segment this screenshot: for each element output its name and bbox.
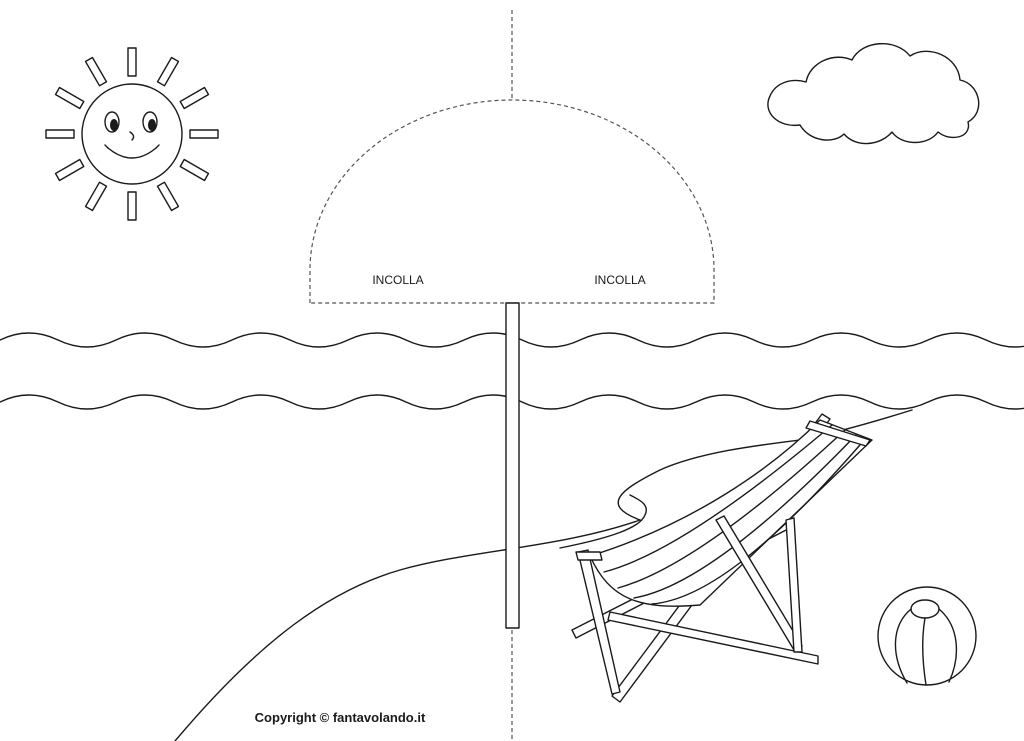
sun-ray — [189, 129, 219, 139]
sun-ray — [127, 47, 137, 77]
beach-ball-icon — [877, 586, 977, 686]
shore-line-right — [617, 409, 913, 521]
sun-ray — [54, 86, 85, 110]
glue-label-left: INCOLLA — [372, 273, 423, 287]
sun-ray — [84, 181, 108, 212]
wave-top — [0, 332, 1024, 348]
sun-icon — [45, 47, 219, 221]
deck-chair-icon — [571, 413, 873, 703]
umbrella-icon: INCOLLA INCOLLA — [309, 99, 715, 629]
sun-ray — [179, 158, 210, 182]
glue-label-right: INCOLLA — [594, 273, 645, 287]
sun-ray — [179, 86, 210, 110]
sun-ray — [54, 158, 85, 182]
shore-curve — [559, 494, 647, 549]
cloud-icon — [767, 42, 980, 145]
wave-bottom — [0, 394, 1024, 410]
sun-ray — [84, 56, 108, 87]
sun-ray — [156, 181, 180, 212]
sun-ray — [127, 191, 137, 221]
shore-line — [174, 519, 641, 741]
copyright-text: Copyright © fantavolando.it — [255, 710, 426, 725]
sun-ray — [156, 56, 180, 87]
sun-ray — [45, 129, 75, 139]
